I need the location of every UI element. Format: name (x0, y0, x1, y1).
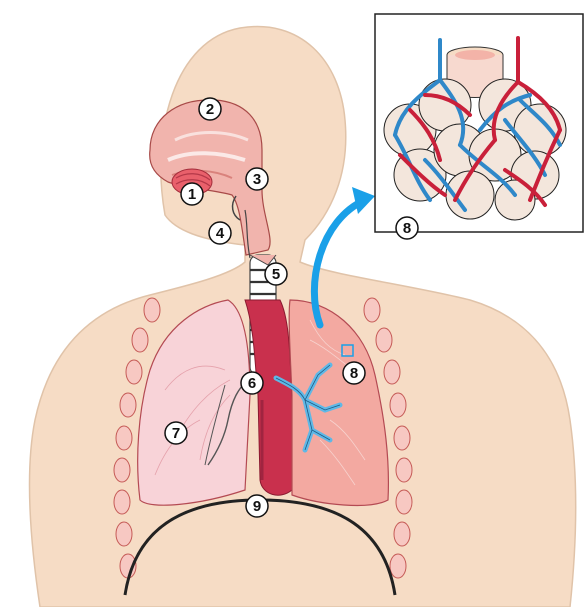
label-3-text: 3 (253, 171, 261, 188)
label-7-text: 7 (172, 425, 180, 442)
label-5: 5 (265, 263, 287, 285)
label-8-inset-text: 8 (403, 220, 411, 237)
label-4: 4 (209, 222, 231, 244)
label-8-inset: 8 (396, 217, 418, 239)
label-9-text: 9 (253, 498, 261, 515)
label-9: 9 (246, 495, 268, 517)
label-6: 6 (241, 372, 263, 394)
label-6-text: 6 (248, 375, 256, 392)
alveoli-inset (375, 14, 583, 232)
label-4-text: 4 (216, 225, 225, 242)
label-3: 3 (246, 168, 268, 190)
label-2-text: 2 (206, 101, 214, 118)
label-8-lung: 8 (343, 362, 365, 384)
label-1-text: 1 (188, 186, 196, 203)
label-8-lung-text: 8 (350, 365, 358, 382)
label-7: 7 (165, 422, 187, 444)
label-2: 2 (199, 98, 221, 120)
label-1: 1 (181, 183, 203, 205)
label-5-text: 5 (272, 266, 280, 283)
